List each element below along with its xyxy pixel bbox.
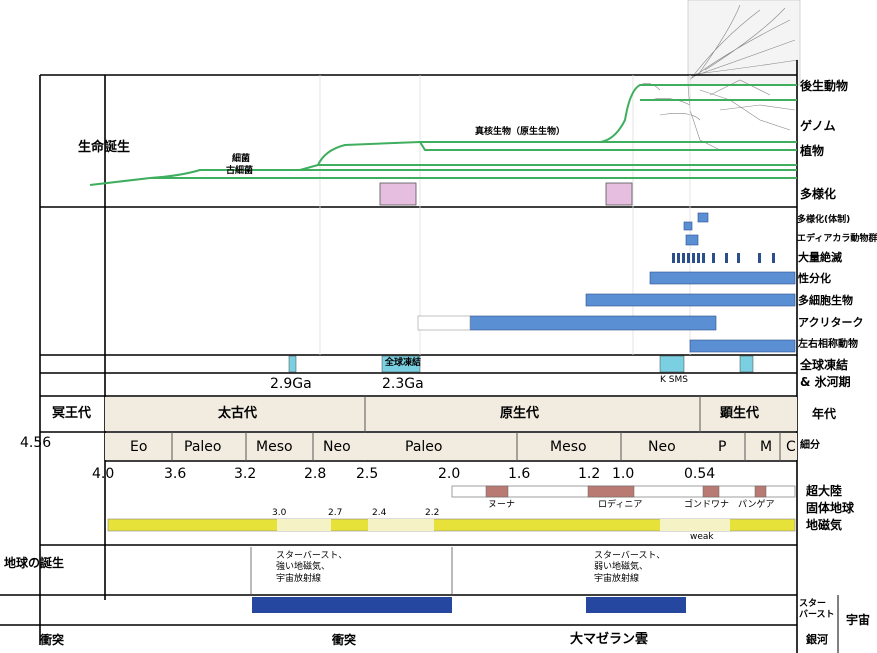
- magnetic-tick-2-2: 2.2: [425, 508, 440, 518]
- subdivision-cenozoic: C: [786, 439, 796, 455]
- bacteria-label: 細菌: [232, 154, 251, 164]
- hadean-label: 冥王代: [52, 406, 92, 421]
- glaciation-ksms-label: K SMS: [660, 375, 688, 385]
- plants-label: 植物: [800, 144, 825, 158]
- diversification-body-plan-label: 多様化(体制): [797, 215, 851, 225]
- supercontinent-label: 超大陸: [806, 484, 843, 498]
- galaxy-label: 銀河: [806, 633, 828, 646]
- supercontinent-nuna: ヌーナ: [488, 500, 516, 510]
- ediacara-label: エディアカラ動物群: [797, 234, 877, 244]
- scale-3-2: 3.2: [234, 466, 257, 482]
- geomagnetism-label: 地磁気: [806, 518, 843, 532]
- origin-of-life-label: 生命誕生: [78, 140, 131, 155]
- starburst-note-1: スターバースト、 強い地磁気、 宇宙放射線: [276, 551, 348, 584]
- subdivision-meso-proterozoic: Meso: [550, 439, 587, 455]
- earth-birth-label: 地球の誕生: [4, 556, 65, 570]
- subdivision-eo: Eo: [130, 439, 148, 455]
- time-gridlines: [319, 75, 691, 355]
- scale-2-8: 2.8: [304, 466, 327, 482]
- magnetic-weak-label: weak: [690, 532, 714, 542]
- starburst-bar-1: [252, 597, 452, 613]
- biology-bars: [469, 212, 796, 353]
- subdivision-meso-archean: Meso: [256, 439, 293, 455]
- glaciation-23-label: 2.3Ga: [382, 376, 424, 392]
- diversification-label: 多様化: [800, 187, 837, 201]
- lineage-lines: [89, 84, 797, 186]
- frame-lines: [0, 60, 798, 653]
- solid-earth-label: 固体地球: [806, 501, 855, 515]
- subdivision-mesozoic: M: [760, 439, 773, 455]
- starburst-label: スター バースト: [799, 599, 835, 620]
- diversification-box-1: [379, 182, 417, 206]
- genome-label: ゲノム: [800, 119, 836, 133]
- proterozoic-label: 原生代: [500, 406, 540, 421]
- phylogenetic-tree-image: [639, 0, 801, 151]
- magnetic-tick-2-7: 2.7: [328, 508, 343, 518]
- glaciation-23: [381, 355, 421, 373]
- supercontinent-segments: [485, 485, 767, 498]
- supercontinent-rodinia: ロディニア: [598, 500, 643, 510]
- archean-label: 太古代: [218, 406, 258, 421]
- supercontinent-gondwana: ゴンドワナ: [684, 500, 730, 510]
- glaciation-29: [288, 355, 297, 373]
- impact-mid-label: 衝突: [332, 633, 357, 647]
- scale-1-0: 1.0: [612, 466, 635, 482]
- starburst-note-2: スターバースト、 弱い地磁気、 宇宙放射線: [594, 551, 666, 584]
- magnetic-tick-2-4: 2.4: [372, 508, 387, 518]
- acritarch-faint-bar: [417, 315, 471, 331]
- detail-label: 細分: [800, 440, 820, 451]
- magnetic-tick-3-0: 3.0: [272, 508, 287, 518]
- scale-2-5: 2.5: [356, 466, 379, 482]
- bilateria-label: 左右相称動物: [798, 339, 858, 350]
- geomagnetism-weak-segments: [277, 519, 730, 531]
- multicellular-label: 多細胞生物: [798, 294, 853, 307]
- snowball-earth-label: 全球凍結: [800, 358, 849, 372]
- impact-left-label: 衝突: [40, 633, 65, 647]
- glaciation-ksms: [659, 355, 685, 373]
- animals-label: 後生動物: [800, 79, 849, 93]
- scale-0-54: 0.54: [684, 466, 716, 482]
- starburst-bar-2: [586, 597, 686, 613]
- subdivision-paleo-proterozoic: Paleo: [405, 439, 443, 455]
- subdivision-band: [105, 433, 797, 460]
- glaciation-global-label: 全球凍結: [385, 358, 422, 368]
- diversification-box-2: [605, 182, 633, 206]
- subdivision-neo-archean: Neo: [323, 439, 351, 455]
- subdivision-neo-proterozoic: Neo: [648, 439, 676, 455]
- scale-4-0: 4.0: [92, 466, 115, 482]
- glaciation-29-label: 2.9Ga: [270, 376, 312, 392]
- supercontinent-pangaea: パンゲア: [738, 500, 775, 510]
- mass-extinction-label: 大量絶滅: [798, 251, 842, 264]
- era-label: 年代: [812, 407, 837, 421]
- phanerozoic-label: 顕生代: [720, 406, 760, 421]
- glaciation-phanerozoic: [739, 355, 754, 373]
- subdivision-paleozoic: P: [718, 439, 727, 455]
- archaea-label: 古細菌: [226, 166, 254, 176]
- magellanic-cloud-label: 大マゼラン雲: [570, 632, 649, 647]
- acritarch-label: アクリターク: [798, 316, 864, 329]
- scale-3-6: 3.6: [164, 466, 187, 482]
- universe-label: 宇宙: [846, 613, 871, 627]
- scale-1-2: 1.2: [578, 466, 601, 482]
- scale-1-6: 1.6: [508, 466, 531, 482]
- start-age-label: 4.56: [20, 435, 52, 451]
- eukaryote-label: 真核生物（原生生物）: [475, 127, 566, 137]
- subdivision-dividers: [171, 432, 781, 461]
- glacial-period-label: & 氷河期: [800, 375, 851, 389]
- starburst-frames: [250, 547, 453, 595]
- era-band: [105, 397, 797, 431]
- sexual-reproduction-label: 性分化: [798, 272, 831, 285]
- mass-extinction-markers: [672, 253, 775, 263]
- scale-2-0: 2.0: [438, 466, 461, 482]
- subdivision-paleo-archean: Paleo: [184, 439, 222, 455]
